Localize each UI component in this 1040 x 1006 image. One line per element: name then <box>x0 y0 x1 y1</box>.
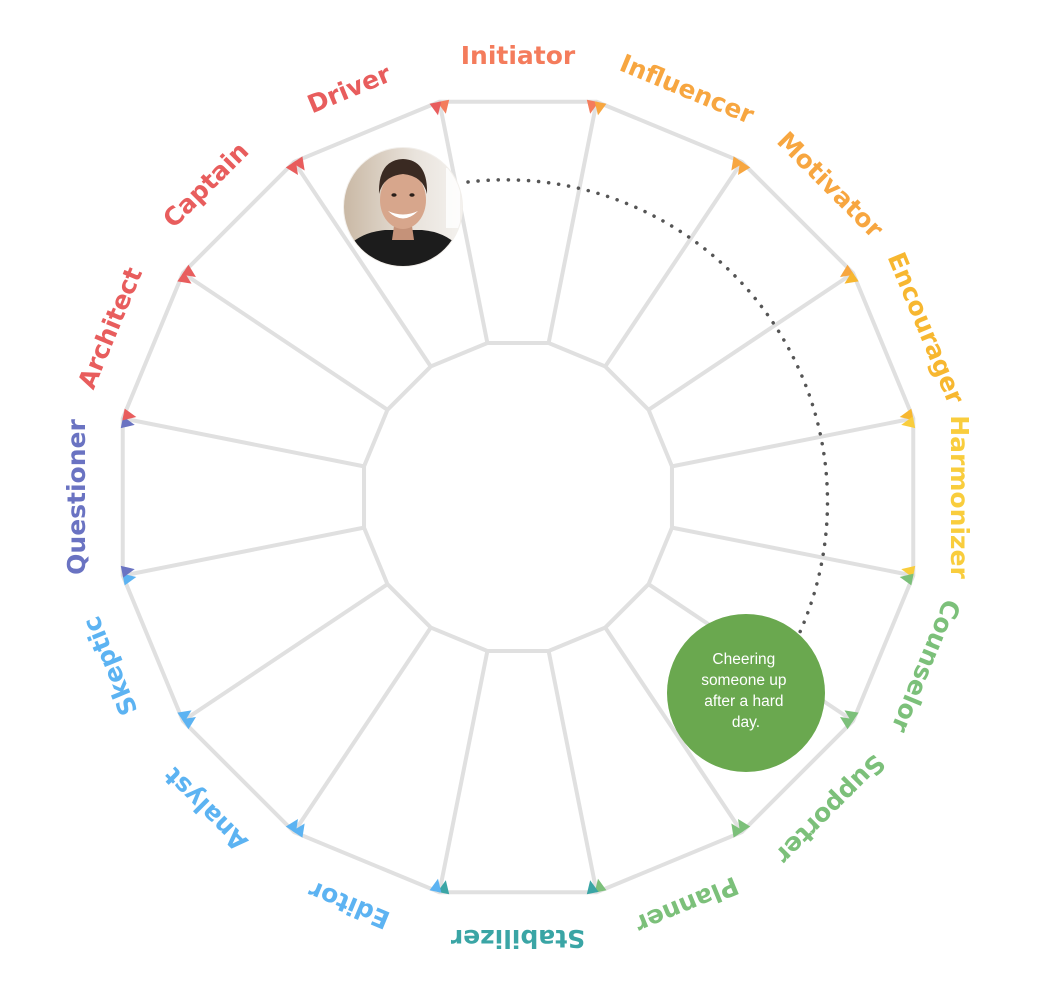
label-planner[interactable]: Planner <box>631 871 743 940</box>
label-questioner[interactable]: Questioner <box>62 419 91 575</box>
highlight-text: Cheering someone up after a hard day. <box>701 651 791 731</box>
wheel-spoke <box>181 271 389 412</box>
wheel-spoke <box>671 416 914 469</box>
label-stabilizer[interactable]: Stabilizer <box>450 924 585 953</box>
wheel-spoke <box>671 525 914 578</box>
wheel-spoke <box>603 160 744 368</box>
person-photo <box>344 148 462 266</box>
wheel-spoke <box>546 650 599 893</box>
wheel-spoke <box>603 626 744 834</box>
marker-architect <box>122 408 137 421</box>
label-initiator[interactable]: Initiator <box>461 41 576 70</box>
marker-editor <box>429 878 442 893</box>
marker-encourager <box>899 408 914 421</box>
marker-harmonizer <box>901 416 916 429</box>
wheel-spoke <box>437 650 490 893</box>
wheel-spoke <box>181 582 389 723</box>
marker-questioner <box>120 565 135 578</box>
wheel-markers <box>120 99 916 895</box>
label-supporter[interactable]: Supporter <box>769 749 891 871</box>
wheel-spoke <box>292 160 433 368</box>
marker-counselor <box>844 710 859 723</box>
highlight-circle <box>667 614 825 772</box>
wheel-spoke <box>437 101 490 344</box>
marker-planner <box>731 823 744 838</box>
label-driver[interactable]: Driver <box>303 59 395 119</box>
marker-driver <box>429 101 442 116</box>
wheel-outer-ring <box>120 99 916 895</box>
highlight-bubble[interactable]: Cheering someone up after a hard day. <box>667 614 825 772</box>
inner-ring-line <box>362 341 674 653</box>
label-skeptic[interactable]: Skeptic <box>77 612 144 719</box>
label-harmonizer[interactable]: Harmonizer <box>945 415 974 579</box>
marker-analyst <box>285 819 299 834</box>
marker-planner <box>594 878 607 893</box>
marker-skeptic <box>122 573 137 586</box>
marker-skeptic <box>177 710 192 723</box>
wheel-spokes <box>122 101 914 893</box>
marker-architect <box>177 271 192 284</box>
outer-ring-line <box>120 99 916 895</box>
wheel-spoke <box>546 101 599 344</box>
wheel-spoke <box>122 416 365 469</box>
dotted-connector <box>466 178 830 634</box>
marker-editor <box>292 823 305 838</box>
marker-counselor <box>899 573 914 586</box>
wheel-spoke <box>647 271 855 412</box>
marker-supporter <box>840 716 855 730</box>
label-architect[interactable]: Architect <box>72 263 148 393</box>
marker-driver <box>292 156 305 171</box>
wheel-spoke <box>292 626 433 834</box>
marker-influencer <box>594 101 607 116</box>
marker-captain <box>181 264 196 278</box>
avatar[interactable] <box>343 147 463 267</box>
marker-influencer <box>731 156 744 171</box>
wheel-spoke <box>122 525 365 578</box>
label-editor[interactable]: Editor <box>304 875 394 935</box>
label-motivator[interactable]: Motivator <box>771 126 889 244</box>
marker-stabilizer <box>586 880 599 895</box>
label-encourager[interactable]: Encourager <box>882 248 971 409</box>
marker-motivator <box>737 160 751 175</box>
wheel-inner-ring <box>362 341 674 653</box>
marker-encourager <box>844 271 859 284</box>
